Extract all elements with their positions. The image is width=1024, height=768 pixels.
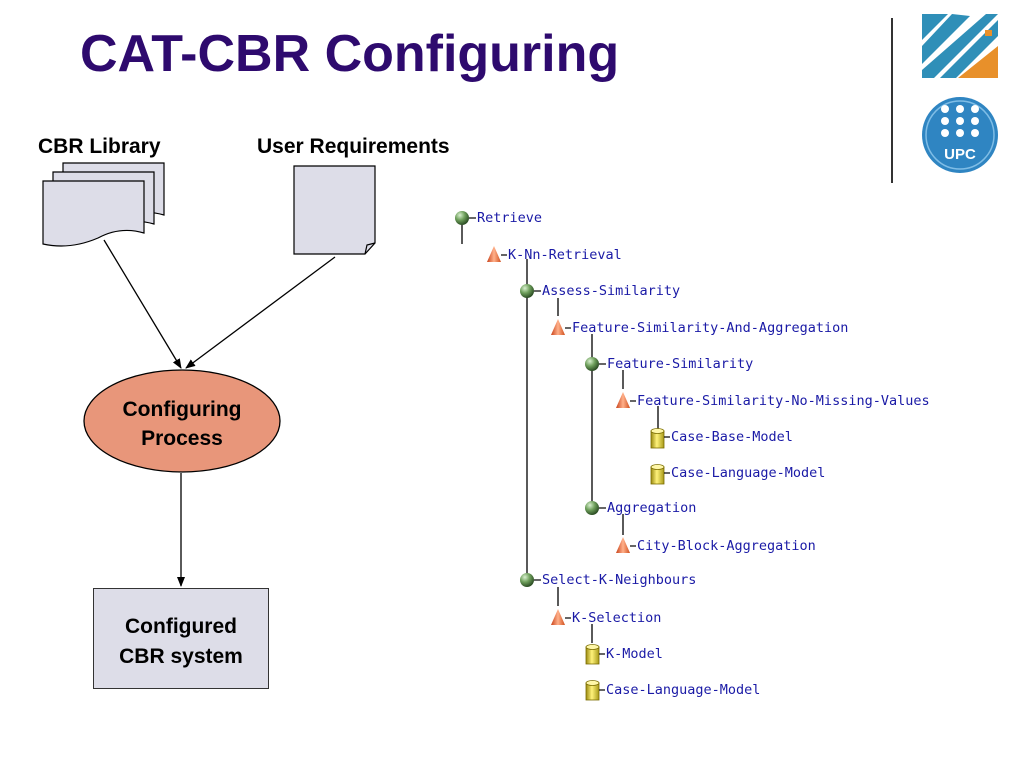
yellow-cylinder-icon [585, 680, 605, 701]
tree-node-k-selection: K-Selection [572, 610, 662, 626]
green-sphere-icon [520, 573, 541, 587]
orange-cone-icon [616, 392, 636, 408]
tree-node-feature-similarity-no-missing-values: Feature-Similarity-No-Missing-Values [637, 393, 930, 409]
configured-system-box [93, 588, 269, 689]
tree-node-case-base-model: Case-Base-Model [671, 429, 793, 445]
tree-node-case-language-model: Case-Language-Model [671, 465, 826, 481]
green-sphere-icon [585, 501, 606, 515]
tree-node-assess-similarity: Assess-Similarity [542, 283, 681, 299]
tree-node-aggregation: Aggregation [607, 500, 697, 516]
slide-title: CAT-CBR Configuring [80, 25, 620, 83]
tree-node-k-nn-retrieval: K-Nn-Retrieval [508, 247, 622, 263]
configuring-process-label: Configuring Process [122, 398, 242, 450]
tree-node-feature-similarity: Feature-Similarity [607, 356, 754, 372]
tree-node-retrieve: Retrieve [477, 210, 543, 226]
cbr-library-label: CBR Library [38, 135, 161, 158]
tree-node-case-language-model-2: Case-Language-Model [606, 682, 761, 698]
green-sphere-icon [520, 284, 541, 298]
configuring-process-ellipse [83, 369, 281, 473]
green-sphere-icon [455, 211, 476, 225]
yellow-cylinder-icon [650, 464, 670, 485]
user-requirements-document-icon [293, 165, 376, 255]
orange-cone-icon [487, 246, 507, 262]
cbr-library-documents-icon [42, 162, 165, 247]
tree-node-k-model: K-Model [606, 646, 663, 662]
yellow-cylinder-icon [650, 428, 670, 449]
tree-node-feature-similarity-and-aggregation: Feature-Similarity-And-Aggregation [572, 320, 849, 336]
orange-cone-icon [551, 609, 571, 625]
tree-node-city-block-aggregation: City-Block-Aggregation [637, 538, 816, 554]
orange-cone-icon [616, 537, 636, 553]
configured-system-label: Configured CBR system [119, 615, 243, 668]
tree-node-select-k-neighbours: Select-K-Neighbours [542, 572, 697, 588]
orange-cone-icon [551, 319, 571, 335]
user-requirements-label: User Requirements [257, 135, 450, 158]
yellow-cylinder-icon [585, 644, 605, 665]
library-to-process-arrow [103, 239, 182, 369]
green-sphere-icon [585, 357, 606, 371]
requirements-to-process-arrow [185, 256, 336, 369]
title-divider [891, 18, 893, 183]
